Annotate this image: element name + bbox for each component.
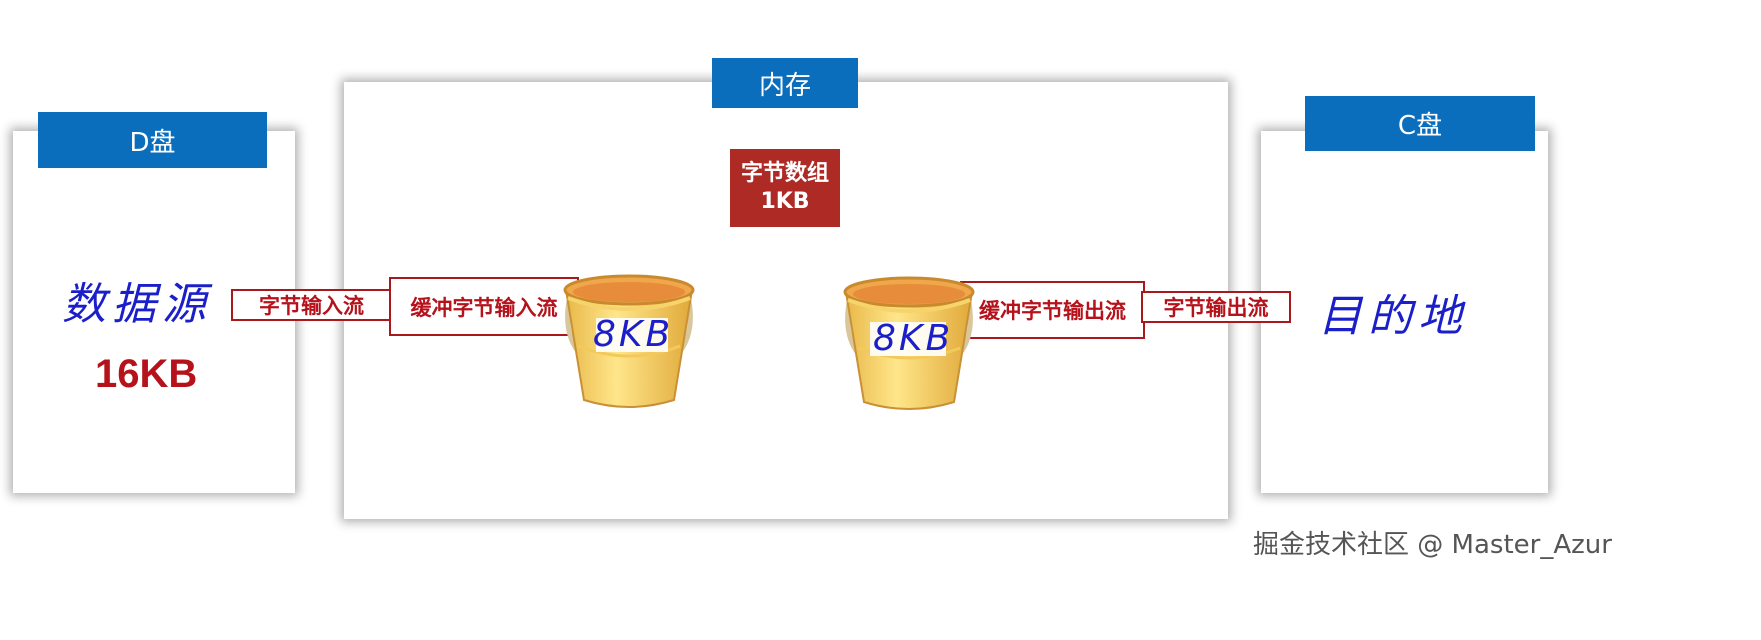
buffered-output-stream-box: 缓冲字节输出流 bbox=[960, 281, 1145, 339]
bucket-icon bbox=[843, 276, 975, 410]
c-disk-title: C盘 bbox=[1305, 96, 1535, 151]
byte-output-stream-box: 字节输出流 bbox=[1141, 291, 1291, 323]
bucket-icon bbox=[563, 274, 695, 408]
data-source-label: 数据源 bbox=[62, 279, 212, 330]
destination-label: 目的地 bbox=[1318, 291, 1468, 342]
byte-input-stream-box: 字节输入流 bbox=[231, 289, 392, 321]
byte-array-label: 字节数组 bbox=[740, 161, 829, 186]
c-disk-panel bbox=[1261, 131, 1548, 493]
buffered-input-stream-box: 缓冲字节输入流 bbox=[389, 277, 579, 336]
byte-array-size: 1KB bbox=[760, 189, 810, 214]
memory-title: 内存 bbox=[712, 58, 858, 108]
watermark: 掘金技术社区 @ Master_Azur bbox=[1253, 530, 1612, 560]
left-buffer-size: 8KB bbox=[593, 314, 674, 355]
data-source-size: 16KB bbox=[95, 352, 198, 396]
right-buffer-size: 8KB bbox=[873, 318, 954, 359]
d-disk-title: D盘 bbox=[38, 112, 267, 168]
byte-array-box: 字节数组 1KB bbox=[730, 149, 840, 227]
